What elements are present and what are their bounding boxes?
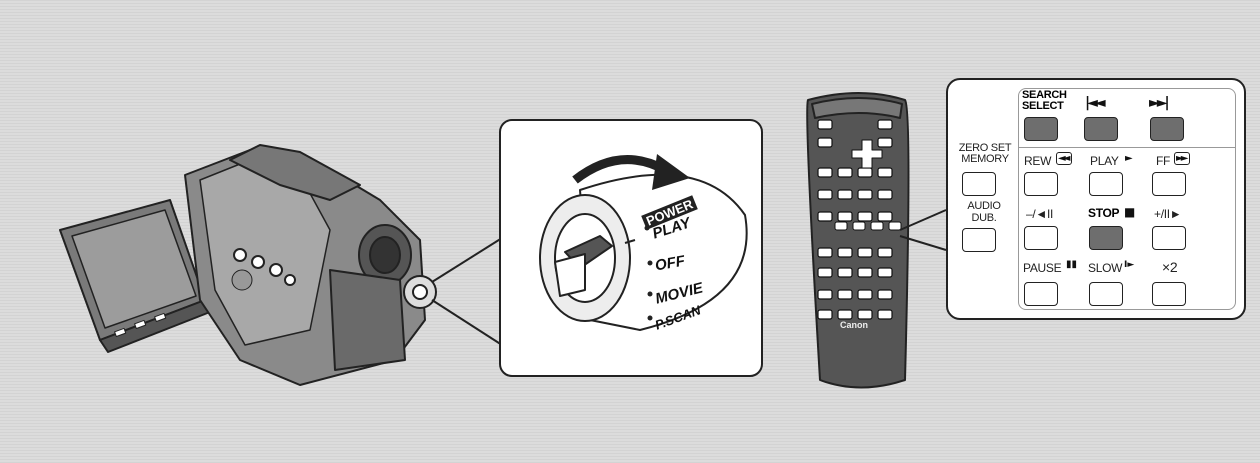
remote-small-button[interactable] (818, 290, 832, 299)
stop-button[interactable] (1089, 226, 1123, 250)
remote-small-button[interactable] (878, 120, 892, 129)
zero-set-memory-label: ZERO SET MEMORY (956, 143, 1014, 165)
remote-small-button[interactable] (878, 190, 892, 199)
rew-button[interactable] (1024, 172, 1058, 196)
slow-label: SLOW (1088, 261, 1122, 275)
skip-forward-icon: ►►| (1149, 95, 1167, 111)
pause-label: PAUSE (1023, 261, 1061, 275)
slow-icon: I► (1124, 260, 1134, 270)
remote-small-button[interactable] (858, 212, 872, 221)
remote-small-button[interactable] (878, 212, 892, 221)
zero-set-memory-button[interactable] (962, 172, 996, 196)
remote-small-button[interactable] (838, 190, 852, 199)
x2-button[interactable] (1152, 282, 1186, 306)
remote-small-button[interactable] (858, 268, 872, 277)
slow-back-label: –/◄II (1026, 207, 1053, 221)
x2-label: ×2 (1162, 259, 1177, 275)
slow-forward-button[interactable] (1152, 226, 1186, 250)
remote-small-button[interactable] (878, 290, 892, 299)
play-label: PLAY (1090, 154, 1119, 168)
remote-small-button[interactable] (818, 190, 832, 199)
search-select-button[interactable] (1024, 117, 1058, 141)
remote-small-button[interactable] (858, 310, 872, 319)
remote-small-button[interactable] (838, 212, 852, 221)
remote-control (807, 93, 908, 388)
remote-small-button[interactable] (878, 248, 892, 257)
remote-small-button[interactable] (818, 268, 832, 277)
remote-small-button[interactable] (818, 120, 832, 129)
remote-small-button[interactable] (838, 268, 852, 277)
ff-button[interactable] (1152, 172, 1186, 196)
remote-small-button[interactable] (878, 310, 892, 319)
audio-dub-button[interactable] (962, 228, 996, 252)
remote-small-button[interactable] (858, 168, 872, 177)
remote-small-button[interactable] (838, 290, 852, 299)
remote-small-button[interactable] (818, 248, 832, 257)
stop-icon: ■ (1124, 205, 1132, 219)
remote-small-button[interactable] (818, 138, 832, 147)
remote-small-button[interactable] (838, 248, 852, 257)
skip-back-icon: |◄◄ (1085, 95, 1103, 111)
play-icon: ► (1125, 153, 1130, 164)
remote-small-button[interactable] (858, 248, 872, 257)
skip-forward-button[interactable] (1150, 117, 1184, 141)
audio-dub-label: AUDIO DUB. (960, 200, 1008, 224)
remote-small-button[interactable] (818, 310, 832, 319)
pause-icon: ▮▮ (1066, 259, 1077, 270)
search-select-label: SEARCH SELECT (1022, 90, 1062, 112)
slow-back-button[interactable] (1024, 226, 1058, 250)
remote-small-button[interactable] (858, 290, 872, 299)
fast-forward-icon: ►► (1174, 152, 1190, 165)
remote-small-button[interactable] (818, 212, 832, 221)
ff-label: FF (1156, 154, 1170, 168)
slow-forward-label: +/II► (1154, 207, 1181, 221)
slow-button[interactable] (1089, 282, 1123, 306)
camcorder (60, 145, 436, 385)
skip-back-button[interactable] (1084, 117, 1118, 141)
rewind-icon: ◄◄ (1056, 152, 1072, 165)
callout-lines (432, 238, 502, 345)
remote-small-button[interactable] (878, 138, 892, 147)
rew-label: REW (1024, 154, 1051, 168)
stop-label: STOP (1088, 206, 1119, 220)
remote-small-button[interactable] (838, 310, 852, 319)
remote-brand: Canon (840, 320, 868, 330)
play-button[interactable] (1089, 172, 1123, 196)
remote-small-button[interactable] (878, 168, 892, 177)
remote-small-button[interactable] (858, 190, 872, 199)
pause-button[interactable] (1024, 282, 1058, 306)
remote-small-button[interactable] (818, 168, 832, 177)
remote-small-button[interactable] (838, 168, 852, 177)
remote-small-button[interactable] (878, 268, 892, 277)
